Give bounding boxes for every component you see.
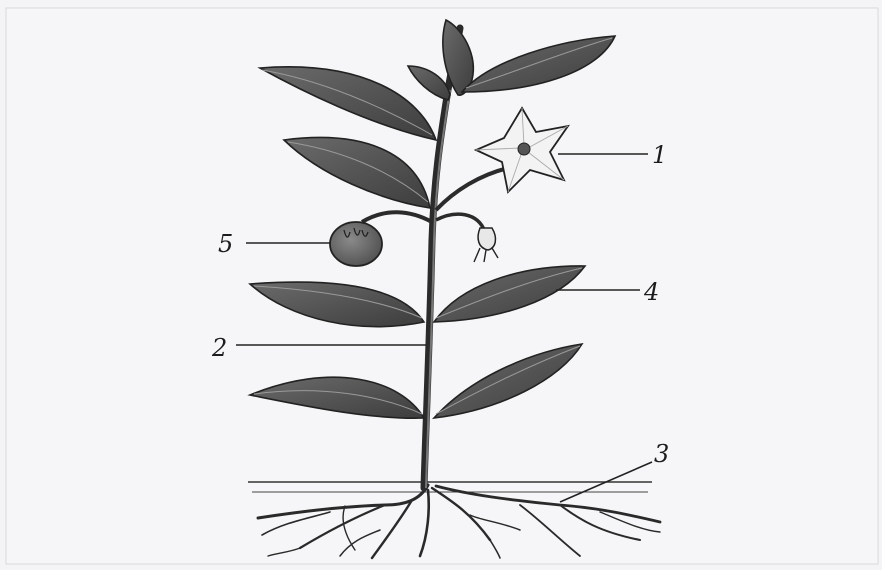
label-3: 3 [654, 440, 669, 468]
fruit [330, 222, 382, 266]
label-2: 2 [211, 334, 227, 362]
label-1: 1 [652, 141, 667, 169]
label-4: 4 [643, 278, 659, 306]
label-5: 5 [218, 230, 233, 258]
